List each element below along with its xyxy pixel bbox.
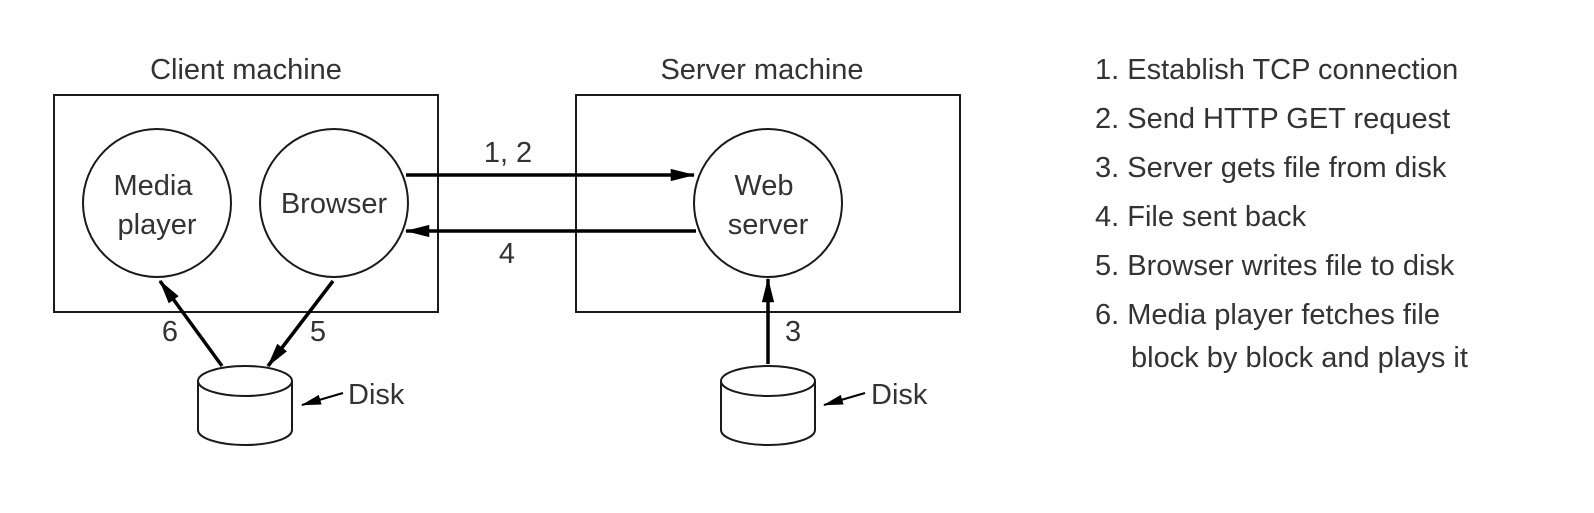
browser-label: Browser (281, 188, 388, 220)
request-arrow-label: 1, 2 (484, 137, 532, 169)
client-disk-icon (197, 365, 293, 446)
server-disk-leader (823, 392, 866, 406)
steps-list: 1. Establish TCP connection 2. Send HTTP… (1095, 54, 1468, 374)
step-item-2: 2. Send HTTP GET request (1095, 103, 1450, 135)
step-item-6-continued: block by block and plays it (1131, 342, 1468, 374)
server-machine-title: Server machine (660, 54, 863, 86)
client-disk-leader (301, 392, 344, 406)
web-server-node (693, 128, 843, 278)
client-disk-label: Disk (348, 379, 405, 411)
step-item-1: 1. Establish TCP connection (1095, 54, 1458, 86)
write-arrow-label: 5 (310, 316, 326, 348)
server-disk-label: Disk (871, 379, 928, 411)
step-item-4: 4. File sent back (1095, 201, 1307, 233)
media-player-node (82, 128, 232, 278)
step-item-6: 6. Media player fetches file (1095, 299, 1440, 331)
fetch-arrow-label: 6 (162, 316, 178, 348)
server-disk-icon (720, 365, 816, 446)
media-player-label: Media player (113, 170, 200, 241)
step-item-3: 3. Server gets file from disk (1095, 152, 1447, 184)
step-item-5: 5. Browser writes file to disk (1095, 250, 1455, 282)
server-disk-arrow-label: 3 (785, 316, 801, 348)
web-server-label: Web server (728, 170, 809, 241)
client-machine-box (53, 94, 439, 313)
client-machine-title: Client machine (150, 54, 342, 86)
media-player-label-line2: player (118, 209, 197, 241)
write-arrow (266, 279, 335, 368)
response-arrow-label: 4 (499, 238, 515, 270)
fetch-arrow (158, 279, 224, 368)
web-server-label-line2: server (728, 209, 809, 241)
web-server-label-line1: Web (734, 170, 793, 202)
media-player-label-line1: Media (113, 170, 193, 202)
browser-node (259, 128, 409, 278)
